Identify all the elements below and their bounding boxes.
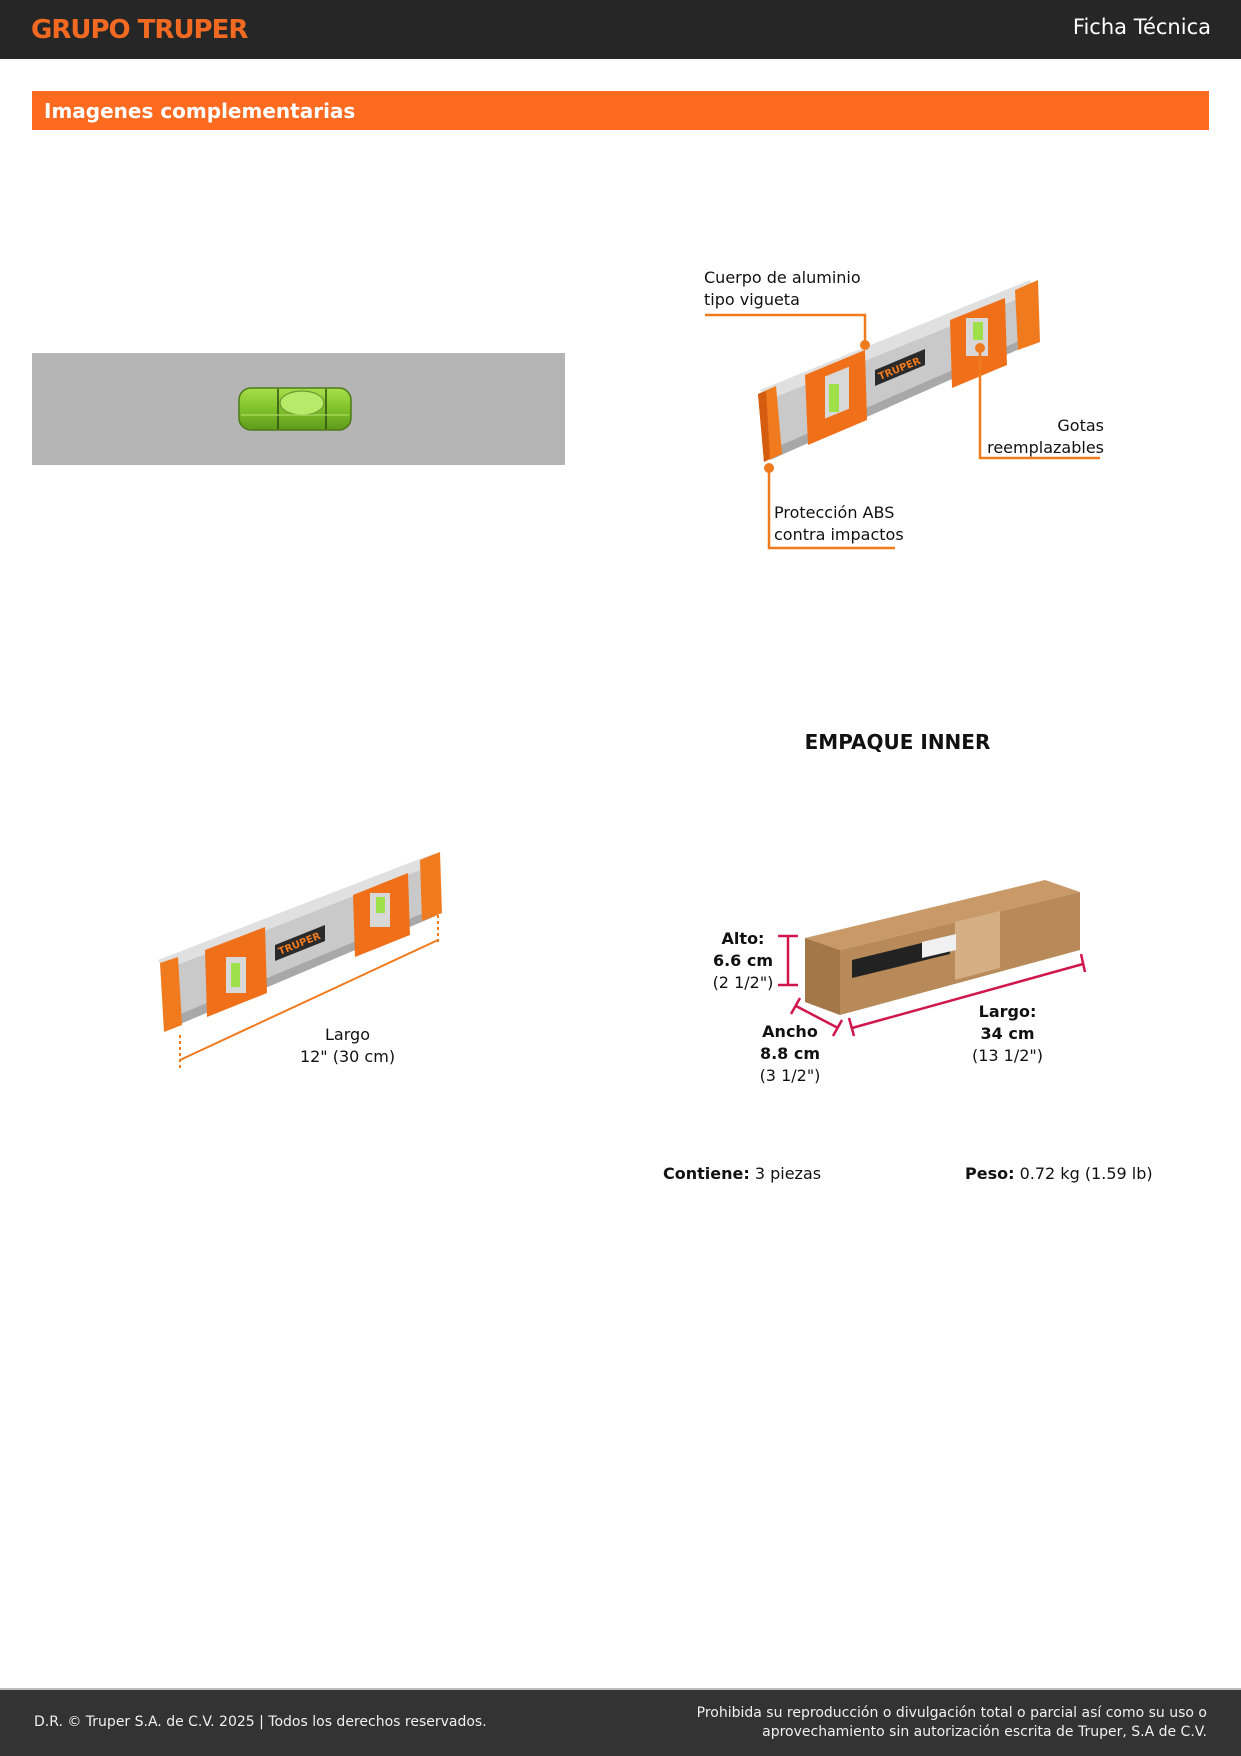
length-dimension-label: Largo 12" (30 cm) [290,1024,405,1068]
page-footer: D.R. © Truper S.A. de C.V. 2025 | Todos … [0,1688,1241,1756]
section-header-bar: Imagenes complementarias [32,91,1209,130]
dimension-value-inches: (13 1/2") [971,1046,1044,1065]
grupo-truper-logo: GRUPO TRUPER [31,15,248,45]
page-header: GRUPO TRUPER Ficha Técnica [0,0,1241,59]
document-type-title: Ficha Técnica [1072,15,1211,39]
dimension-label: Ancho [762,1022,818,1041]
callout-replaceable-vials: Gotas reemplazables [960,415,1104,459]
callout-abs-protection: Protección ABS contra impactos [774,502,904,546]
section-title: Imagenes complementarias [44,99,356,123]
callout-text: tipo vigueta [704,290,800,309]
dimension-value: 12" (30 cm) [299,1047,396,1066]
dimension-value-inches: (2 1/2") [712,973,774,992]
dimension-label: Largo: [978,1002,1037,1021]
weight-label: Peso: [965,1164,1015,1183]
spirit-level-illustration: TRUPER [705,280,1100,550]
copyright-notice: D.R. © Truper S.A. de C.V. 2025 | Todos … [34,1714,487,1730]
callout-aluminum-body: Cuerpo de aluminio tipo vigueta [704,267,861,311]
inner-box-image [700,870,1100,1040]
callout-text: Gotas [1057,416,1104,435]
cardboard-box-illustration [778,880,1087,1037]
dimension-value: 6.6 cm [712,951,774,970]
contents-label: Contiene: [663,1164,750,1183]
callout-text: reemplazables [987,438,1104,457]
level-length-image: TRUPER [150,845,450,1075]
box-height-dimension: Alto: 6.6 cm (2 1/2") [702,928,784,994]
dimension-label: Largo [325,1025,370,1044]
reproduction-notice: Prohibida su reproducción o divulgación … [697,1704,1207,1742]
packaging-title: EMPAQUE INNER [804,730,991,754]
box-width-dimension: Ancho 8.8 cm (3 1/2") [745,1021,835,1087]
bubble-vial-closeup-image [32,353,565,465]
weight-stat: Peso: 0.72 kg (1.59 lb) [965,1164,1153,1183]
dimension-label: Alto: [721,929,765,948]
callout-text: Protección ABS [774,503,895,522]
callout-text: contra impactos [774,525,904,544]
dimension-value: 34 cm [980,1024,1035,1043]
contents-value: 3 piezas [754,1164,822,1183]
box-length-dimension: Largo: 34 cm (13 1/2") [960,1001,1055,1067]
callout-text: Cuerpo de aluminio [704,268,861,287]
reproduction-notice-line: aprovechamiento sin autorización escrita… [762,1724,1207,1740]
level-features-image: TRUPER [690,250,1130,560]
reproduction-notice-line: Prohibida su reproducción o divulgación … [696,1705,1207,1721]
dimension-value: 8.8 cm [759,1044,821,1063]
bubble-vial-icon [238,387,352,431]
weight-value: 0.72 kg (1.59 lb) [1019,1164,1153,1183]
spirit-level-dimension-illustration: TRUPER [158,852,442,1070]
contents-stat: Contiene: 3 piezas [663,1164,821,1183]
dimension-value-inches: (3 1/2") [759,1066,821,1085]
